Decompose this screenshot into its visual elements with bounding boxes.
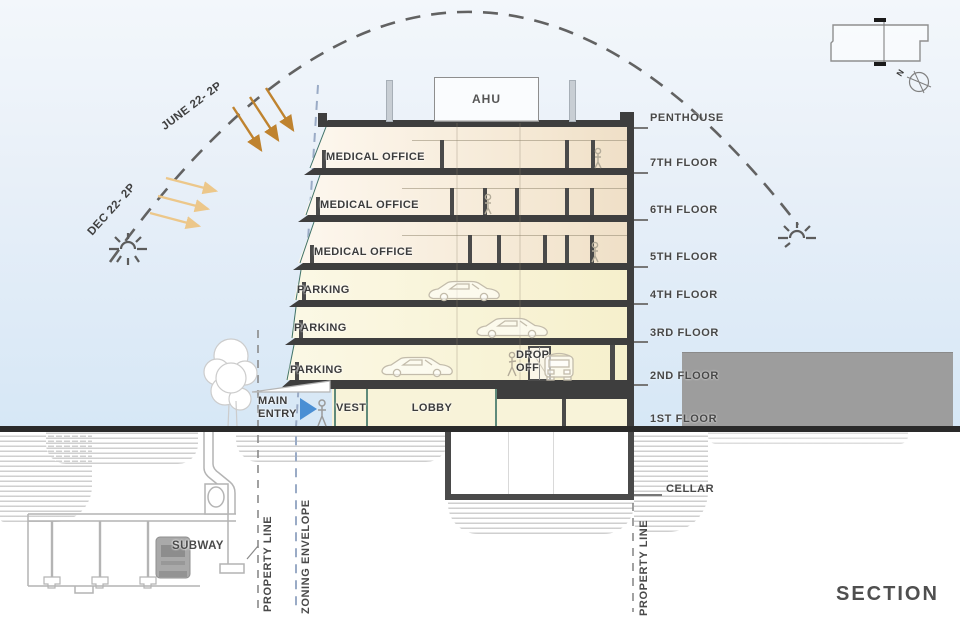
label-lobby: LOBBY — [411, 402, 453, 414]
roof-post-left — [386, 80, 393, 122]
floor-3-parking — [291, 307, 627, 338]
level-1st: 1ST FLOOR — [650, 413, 718, 425]
ground-line — [0, 426, 960, 432]
ahu-enclosure: AHU — [434, 77, 539, 122]
level-cellar: CELLAR — [666, 483, 715, 495]
level-2nd: 2ND FLOOR — [650, 370, 719, 382]
slab-7th — [304, 168, 634, 175]
cellar-wall-left — [445, 432, 451, 500]
earth-hatch-below-cellar — [448, 498, 634, 534]
entry-arrow-icon — [300, 398, 317, 420]
level-7th: 7TH FLOOR — [650, 157, 718, 169]
label-main-entry-2: ENTRY — [258, 408, 297, 420]
slab-6th — [298, 215, 634, 222]
label-property-line-left: PROPERTY LINE — [262, 515, 274, 612]
label-subway: SUBWAY — [172, 540, 224, 552]
adjacent-building — [682, 352, 953, 428]
earth-hatch-right-strip — [708, 432, 908, 444]
floor-1-lobby — [332, 389, 627, 427]
wall-lobby-right — [495, 389, 497, 427]
label-medical-office-5: MEDICAL OFFICE — [314, 246, 413, 258]
wall-vest-left — [334, 389, 336, 427]
drawing-title: SECTION — [836, 583, 939, 605]
earth-hatch-mid — [236, 432, 448, 462]
floor-7-medical — [310, 127, 627, 168]
label-off: OFF — [516, 362, 540, 374]
label-vest: VEST — [336, 402, 367, 414]
level-4th: 4TH FLOOR — [650, 289, 718, 301]
label-parking-3: PARKING — [294, 322, 347, 334]
wall-right — [627, 120, 634, 427]
label-medical-office-7: MEDICAL OFFICE — [326, 151, 425, 163]
roof-post-right — [569, 80, 576, 122]
wall-vest-right — [366, 389, 368, 427]
cellar-wall-right — [628, 432, 634, 500]
property-line-leader — [246, 545, 259, 560]
earth-hatch-right — [634, 432, 708, 532]
level-5th: 5TH FLOOR — [650, 251, 718, 263]
ahu-label: AHU — [472, 92, 501, 106]
roof-parapet-right — [620, 112, 634, 121]
cellar-slab-bottom — [445, 494, 634, 500]
roof-parapet-left — [318, 113, 327, 127]
level-6th: 6TH FLOOR — [650, 204, 718, 216]
floor-6-medical — [304, 175, 627, 215]
slab-2nd — [280, 380, 634, 389]
label-parking-4: PARKING — [297, 284, 350, 296]
roof-slab — [318, 120, 634, 127]
label-property-line-right: PROPERTY LINE — [638, 519, 650, 616]
label-medical-office-6: MEDICAL OFFICE — [320, 199, 419, 211]
level-3rd: 3RD FLOOR — [650, 327, 719, 339]
level-penthouse: PENTHOUSE — [650, 112, 724, 124]
slab-4th — [289, 300, 634, 307]
slab-3rd — [285, 338, 634, 345]
label-main-entry-1: MAIN — [258, 395, 288, 407]
label-drop: DROP — [516, 349, 550, 361]
label-zoning-envelope: ZONING ENVELOPE — [300, 499, 312, 614]
earth-hatch-above-subway — [46, 432, 198, 464]
slab-5th — [293, 263, 634, 270]
label-parking-2: PARKING — [290, 364, 343, 376]
